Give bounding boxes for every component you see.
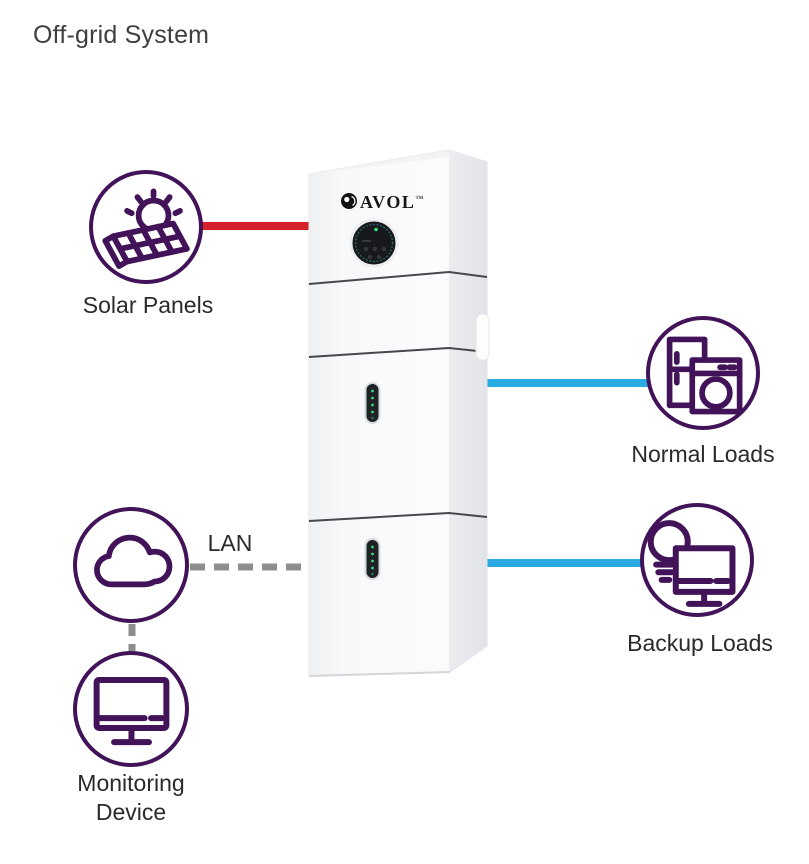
washer-shape	[689, 357, 743, 415]
module-separator-1	[308, 270, 488, 285]
washer-door	[699, 376, 733, 410]
cloud-icon	[94, 534, 173, 588]
dial-dotted-ring	[354, 223, 394, 263]
panel-grid-col	[140, 226, 160, 259]
cloud-shape	[94, 534, 173, 588]
side-handle-notch	[475, 313, 490, 361]
lan-cloud-circle	[73, 507, 189, 623]
avol-logo-mark-detail	[344, 196, 350, 203]
monitoring-device-label-line1: Monitoring	[77, 770, 184, 796]
module-separator-2	[308, 346, 488, 358]
tv-shape	[672, 545, 736, 595]
lan-cloud-node: LAN	[73, 507, 253, 623]
brand-logo: AVOL™	[341, 192, 423, 212]
tower-top-face	[309, 150, 449, 174]
module-separator-3	[308, 511, 488, 522]
dial-button	[372, 246, 378, 252]
avol-logo-mark-swirl	[351, 195, 356, 207]
solar-panels-node: Solar Panels	[83, 170, 213, 318]
page-title: Off-grid System	[33, 21, 209, 49]
monitor-icon	[93, 676, 170, 746]
bulb-shape	[647, 520, 691, 564]
trademark-mark: ™	[415, 194, 423, 203]
dial-button	[367, 254, 373, 260]
tower-bottom-edge	[308, 671, 451, 677]
sun-ray	[172, 208, 183, 217]
brand-name: AVOL™	[360, 192, 423, 212]
battery-led-indicator-upper	[364, 382, 381, 424]
solar-panels-label: Solar Panels	[83, 292, 213, 318]
monitoring-device-node: Monitoring Device	[73, 651, 189, 825]
sun-ray	[163, 194, 173, 205]
sun-ray	[124, 208, 135, 217]
backup-loads-node: Backup Loads	[627, 503, 773, 656]
monitoring-device-label-line2: Device	[96, 799, 166, 825]
normal-loads-label: Normal Loads	[631, 441, 774, 467]
solar-panel-sun-icon	[102, 188, 190, 269]
display-dial	[349, 218, 399, 268]
battery-led-indicator-lower	[364, 538, 381, 580]
normal-loads-node: Normal Loads	[631, 316, 775, 467]
tower-side-face	[449, 150, 487, 672]
sun-ray	[134, 194, 144, 205]
bulb-tv-icon	[647, 520, 736, 607]
panel-grid-col	[125, 230, 145, 262]
dial-status-led	[374, 227, 378, 232]
inverter-tower: AVOL™	[308, 149, 490, 677]
dial-button	[381, 246, 387, 252]
fridge-washing-machine-icon	[666, 336, 743, 415]
lan-label: LAN	[208, 530, 253, 556]
dial-button	[363, 246, 369, 252]
dial-button	[376, 254, 382, 260]
backup-loads-label: Backup Loads	[627, 630, 773, 656]
panel-grid-col	[155, 223, 175, 255]
